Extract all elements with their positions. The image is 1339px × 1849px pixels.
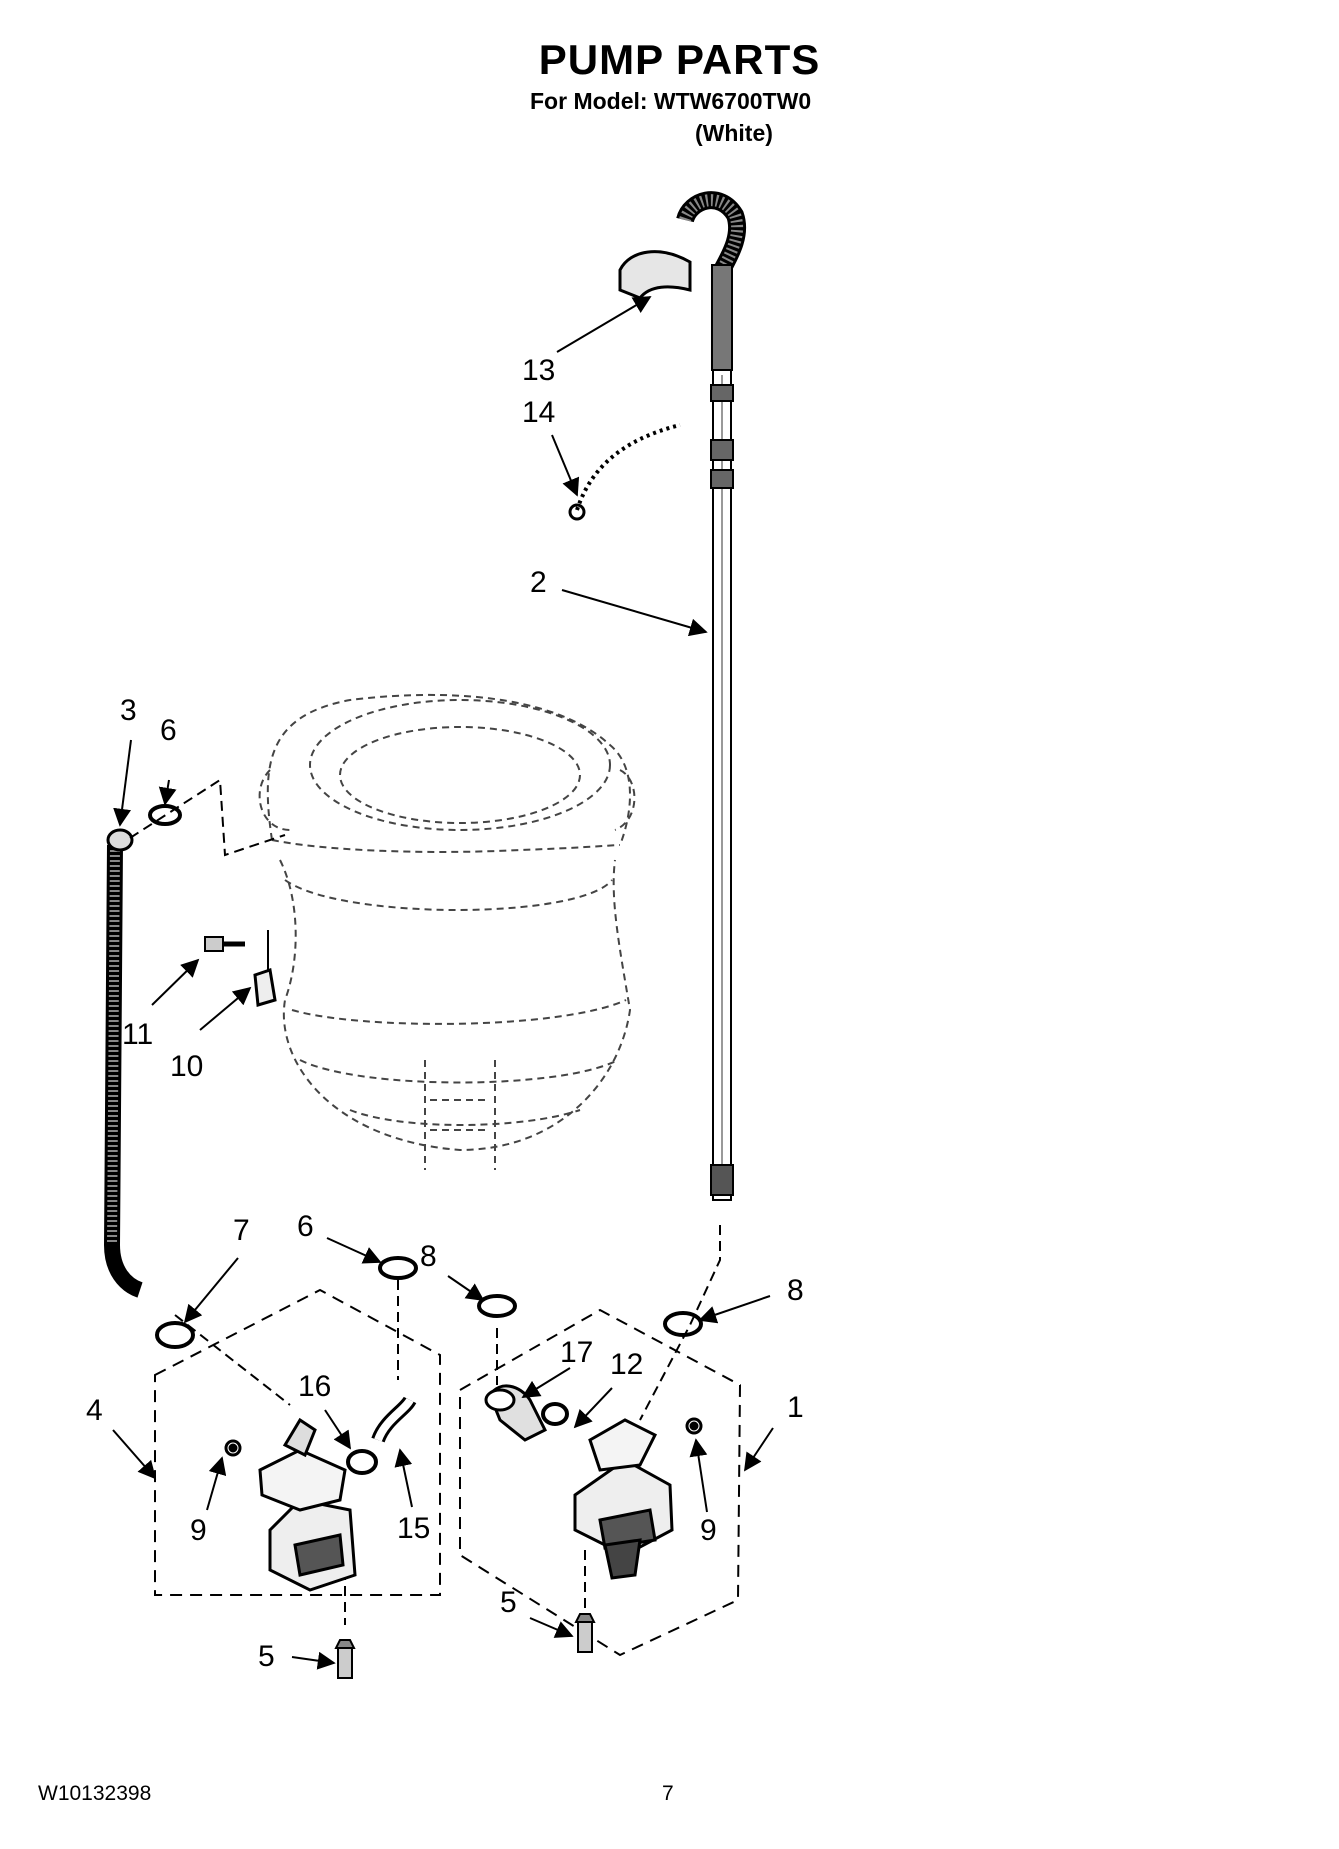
callout-3: 3 [120, 694, 137, 727]
page-number: 7 [662, 1782, 674, 1805]
callout-9-right: 9 [700, 1514, 717, 1547]
callout-15: 15 [397, 1512, 430, 1545]
assembly-outline-right [459, 1308, 742, 1657]
callout-5-left: 5 [258, 1640, 275, 1673]
beaded-strap [568, 423, 681, 521]
callout-11: 11 [122, 1018, 153, 1051]
pump-hose [103, 828, 144, 1298]
washer-tub [258, 693, 636, 1170]
model-subtitle: For Model: WTW6700TW0 [530, 88, 812, 114]
document-number: W10132398 [38, 1782, 152, 1805]
hose-clamps [148, 804, 703, 1475]
hose-bracket-and-screw [204, 930, 277, 1007]
callout-7: 7 [233, 1214, 250, 1247]
callout-8-right: 8 [787, 1274, 804, 1307]
callout-1: 1 [787, 1391, 804, 1424]
callout-2: 2 [530, 566, 547, 599]
callout-14: 14 [522, 396, 555, 429]
callout-12: 12 [610, 1348, 643, 1381]
callout-6-top: 6 [160, 714, 177, 747]
callout-numbers: 13 14 2 3 6 11 10 7 6 8 8 17 12 16 4 1 9… [86, 354, 804, 1673]
pump-right [484, 1384, 703, 1580]
assembly-outline-left [154, 1288, 441, 1596]
drain-hose [676, 191, 747, 1201]
callout-9-left: 9 [190, 1514, 207, 1547]
pump-left [224, 1396, 417, 1592]
model-variant: (White) [695, 120, 773, 146]
pump-screws [334, 1613, 596, 1679]
page-title: PUMP PARTS [538, 36, 821, 83]
callout-5-right: 5 [500, 1586, 517, 1619]
callout-leaders [112, 296, 774, 1670]
callout-6-bottom: 6 [297, 1210, 314, 1243]
callout-10: 10 [170, 1050, 203, 1083]
callout-8-left: 8 [420, 1240, 437, 1273]
callout-13: 13 [522, 354, 555, 387]
callout-17: 17 [560, 1336, 593, 1369]
callout-16: 16 [298, 1370, 331, 1403]
hose-hanger [618, 250, 692, 300]
callout-4: 4 [86, 1394, 103, 1427]
